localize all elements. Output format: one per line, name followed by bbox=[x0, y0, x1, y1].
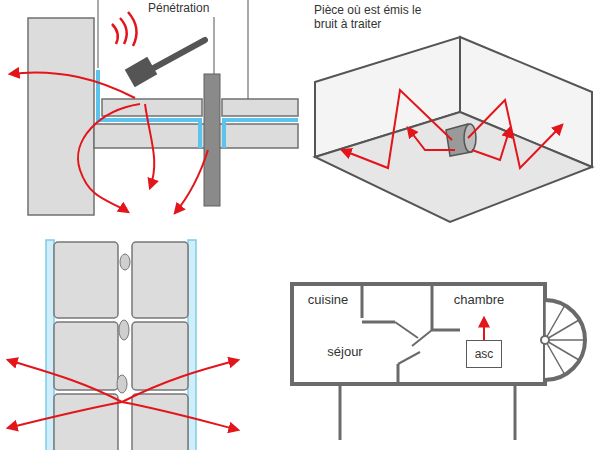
part-label: Pénétration bbox=[148, 1, 209, 15]
elevator-box: asc bbox=[466, 340, 502, 368]
floor-plan bbox=[292, 284, 585, 440]
node-text: chambre bbox=[434, 292, 524, 307]
room-caption: Pièce où est émis le bruit à traiter bbox=[314, 3, 422, 31]
room-label: cuisine bbox=[296, 288, 360, 318]
node-text: cuisine bbox=[296, 292, 360, 307]
wall-section bbox=[8, 240, 238, 450]
room-perspective bbox=[315, 37, 592, 222]
arrow-connector bbox=[483, 318, 485, 340]
node-text: asc bbox=[475, 347, 494, 362]
floor-section bbox=[10, 0, 298, 215]
room-label: séjour bbox=[300, 340, 390, 370]
node-text: séjour bbox=[300, 344, 390, 359]
room-label: chambre bbox=[434, 288, 524, 318]
